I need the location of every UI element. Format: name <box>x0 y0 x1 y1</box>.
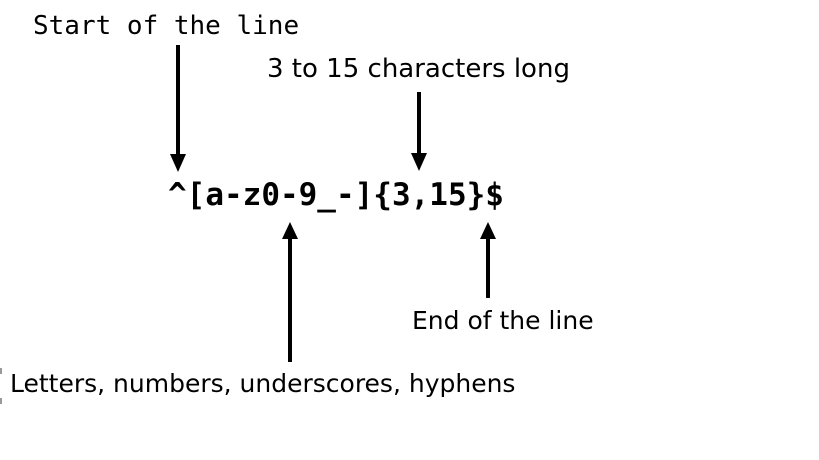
start-of-line-label: Start of the line <box>33 11 300 41</box>
left-edge-artifact <box>0 398 2 404</box>
arrow-shaft <box>176 45 180 157</box>
arrowhead-down-icon <box>411 153 427 171</box>
arrowhead-down-icon <box>170 154 186 172</box>
charclass-label: Letters, numbers, underscores, hyphens <box>10 369 516 398</box>
left-edge-artifact <box>0 368 2 374</box>
length-label: 3 to 15 characters long <box>267 54 570 84</box>
arrowhead-up-icon <box>282 222 298 239</box>
arrowhead-up-icon <box>480 222 496 239</box>
arrow-shaft <box>288 236 292 362</box>
regex-pattern-text: ^[a-z0-9_-]{3,15}$ <box>168 177 504 213</box>
end-of-line-label: End of the line <box>412 306 594 335</box>
arrow-shaft <box>486 236 490 298</box>
arrow-shaft <box>417 92 421 156</box>
